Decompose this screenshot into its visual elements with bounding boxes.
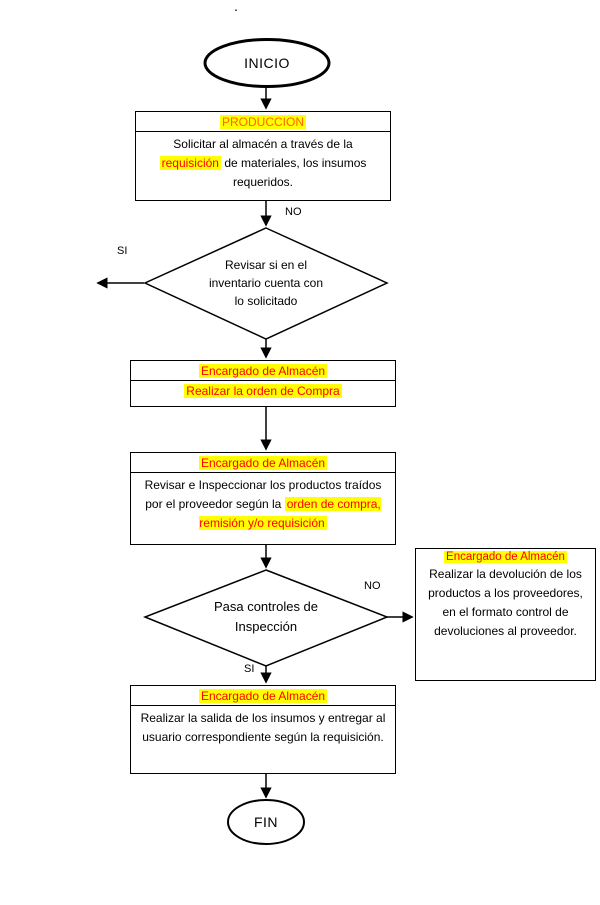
salida-header: Encargado de Almacén	[131, 686, 395, 705]
produccion-header: PRODUCCION	[136, 112, 390, 131]
inspeccion-body-pre: Revisar e Inspeccionar los productos tra…	[144, 478, 382, 511]
process-orden-compra: Encargado de Almacén Realizar la orden d…	[130, 360, 396, 407]
produccion-body-highlight: requisición	[159, 156, 221, 170]
process-devolucion: Encargado de Almacén Realizar la devoluc…	[415, 548, 596, 681]
produccion-separator	[136, 131, 390, 132]
start-terminal-shape	[203, 38, 331, 88]
decision1-si-label: SI	[117, 245, 128, 257]
orden-body-highlight: Realizar la orden de Compra	[184, 384, 342, 398]
decision-inventario-text: Revisar si en el inventario cuenta con l…	[208, 258, 324, 308]
salida-header-highlight: Encargado de Almacén	[198, 689, 328, 703]
end-terminal-shape	[227, 799, 305, 845]
inspeccion-header: Encargado de Almacén	[131, 453, 395, 472]
salida-body: Realizar la salida de los insumos y entr…	[140, 711, 386, 744]
decision1-no-label: NO	[285, 206, 302, 218]
process-salida: Encargado de Almacén Realizar la salida …	[130, 685, 396, 774]
inspeccion-separator	[131, 472, 395, 473]
inspeccion-header-highlight: Encargado de Almacén	[198, 456, 328, 470]
produccion-body-pre: Solicitar al almacén a través de la	[173, 137, 353, 151]
produccion-body-post: de materiales, los insumos requeridos.	[220, 156, 367, 189]
devolucion-header: Encargado de Almacén	[416, 549, 595, 564]
orden-separator	[131, 380, 395, 381]
stray-dot: .	[234, 0, 238, 14]
devolucion-body: Realizar la devolución de los productos …	[428, 567, 583, 638]
start-terminal-label: INICIO	[244, 55, 290, 71]
produccion-body: Solicitar al almacén a través de la requ…	[136, 132, 390, 192]
process-revisar-inspeccionar: Encargado de Almacén Revisar e Inspeccio…	[130, 452, 396, 545]
decision2-si-label: SI	[244, 663, 255, 675]
inspeccion-body: Revisar e Inspeccionar los productos tra…	[131, 473, 395, 533]
orden-header: Encargado de Almacén	[131, 361, 395, 380]
end-terminal-label: FIN	[253, 814, 279, 830]
orden-body: Realizar la orden de Compra	[131, 381, 395, 400]
devolucion-header-highlight: Encargado de Almacén	[444, 551, 567, 563]
produccion-header-highlight: PRODUCCION	[219, 115, 306, 129]
process-produccion: PRODUCCION Solicitar al almacén a través…	[135, 111, 391, 201]
salida-separator	[131, 705, 395, 706]
decision-inspeccion-text: Pasa controles de Inspección	[213, 599, 319, 634]
decision2-no-label: NO	[364, 580, 381, 592]
orden-header-highlight: Encargado de Almacén	[198, 364, 328, 378]
